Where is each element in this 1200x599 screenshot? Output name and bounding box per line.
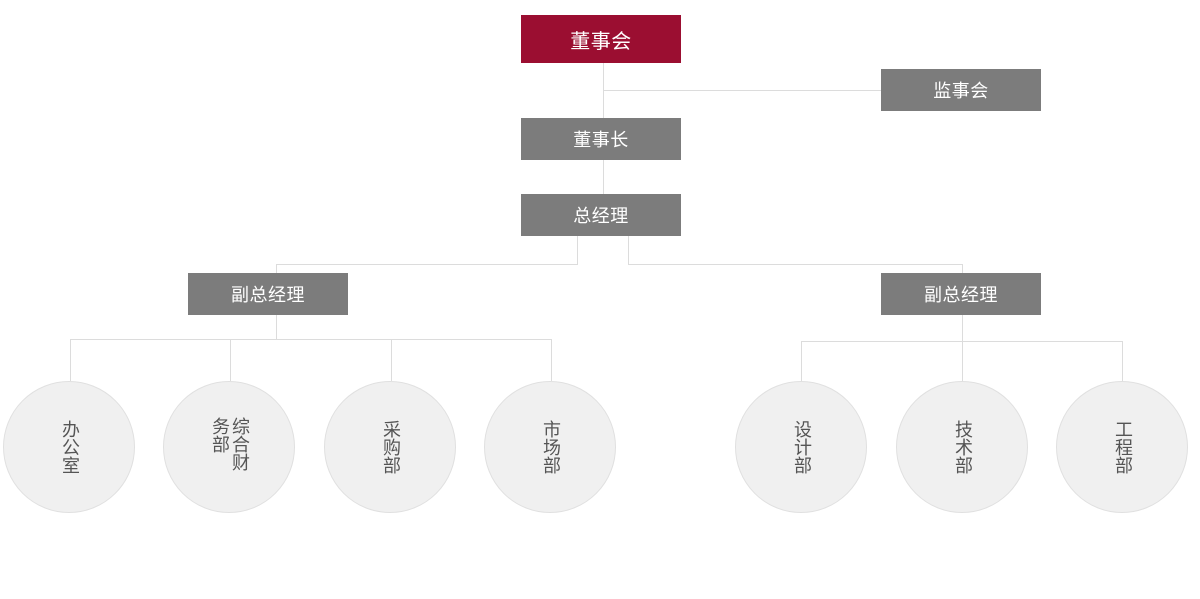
connector-dept-3 — [391, 339, 392, 381]
chairman-box: 董事长 — [521, 118, 681, 160]
connector-left-deputy-down — [276, 315, 277, 339]
connector-dept-2 — [230, 339, 231, 381]
connector-dept-7 — [1122, 341, 1123, 381]
deputy-manager-left-box: 副总经理 — [188, 273, 348, 315]
dept-design: 设计部 — [735, 381, 867, 513]
supervisors-box: 监事会 — [881, 69, 1041, 111]
connector-right-deputy-down — [962, 315, 963, 341]
connector-left-dept-horizontal — [70, 339, 552, 340]
dept-office-label: 办公室 — [59, 420, 80, 474]
connector-dept-6 — [962, 341, 963, 381]
connector-to-supervisors — [603, 90, 881, 91]
general-manager-box: 总经理 — [521, 194, 681, 236]
connector-dept-1 — [70, 339, 71, 381]
connector-right-deputy-up — [962, 264, 963, 273]
dept-technology-label: 技术部 — [952, 420, 973, 474]
dept-technology: 技术部 — [896, 381, 1028, 513]
dept-marketing: 市场部 — [484, 381, 616, 513]
connector-gm-left-down — [577, 236, 578, 264]
connector-chairman-gm — [603, 160, 604, 194]
connector-gm-right-horizontal — [628, 264, 962, 265]
connector-gm-left-horizontal — [276, 264, 578, 265]
deputy-manager-right-box: 副总经理 — [881, 273, 1041, 315]
dept-purchasing-label: 采购部 — [380, 420, 401, 474]
dept-finance-label: 综合财务部 — [209, 417, 250, 471]
dept-design-label: 设计部 — [791, 420, 812, 474]
dept-engineering: 工程部 — [1056, 381, 1188, 513]
connector-left-deputy-up — [276, 264, 277, 273]
connector-dept-4 — [551, 339, 552, 381]
connector-dept-5 — [801, 341, 802, 381]
board-box: 董事会 — [521, 15, 681, 63]
connector-gm-right-down — [628, 236, 629, 264]
dept-purchasing: 采购部 — [324, 381, 456, 513]
dept-office: 办公室 — [3, 381, 135, 513]
dept-finance: 综合财务部 — [163, 381, 295, 513]
dept-engineering-label: 工程部 — [1112, 420, 1133, 474]
dept-marketing-label: 市场部 — [540, 420, 561, 474]
